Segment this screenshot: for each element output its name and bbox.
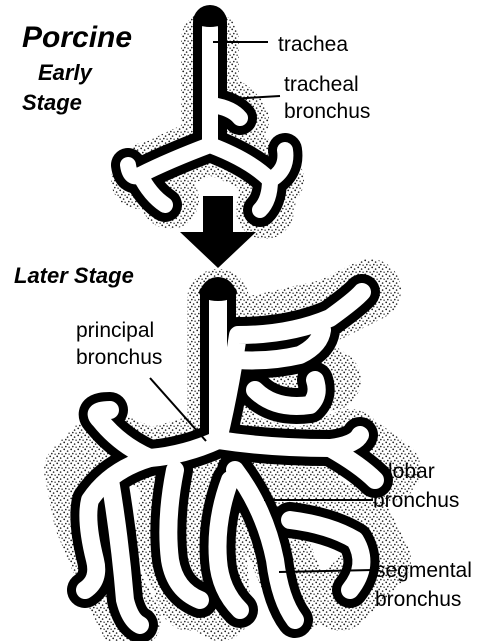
figure-title: Porcine (22, 21, 132, 54)
early-trachea-cap (193, 11, 227, 27)
later-trachea-cap (199, 283, 237, 301)
segmental-bronchus-label-line-1: segmental (375, 559, 472, 582)
principal-bronchus-label-line-2: bronchus (76, 346, 162, 369)
early-stage-lung-bud (128, 11, 285, 210)
tracheal-bronchus-label-line-2: bronchus (284, 100, 370, 123)
lobar-bronchus-label-line-2: bronchus (373, 489, 459, 512)
segmental-bronchus-label-line-2: bronchus (375, 588, 461, 611)
tracheal-bronchus-label-line-1: tracheal (284, 73, 359, 96)
later-stage-label: Later Stage (14, 263, 134, 288)
early-stage-label-line-2: Stage (22, 90, 82, 115)
lobar-bronchus-label-line-1: lobar (388, 460, 435, 483)
early-stage-label-line-1: Early (38, 60, 94, 85)
principal-bronchus-label-line-1: principal (76, 319, 154, 342)
trachea-label: trachea (278, 33, 348, 56)
